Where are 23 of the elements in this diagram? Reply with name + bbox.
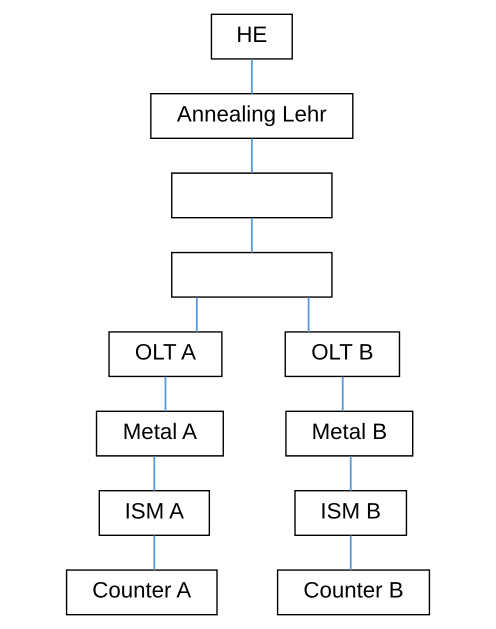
connector (350, 456, 352, 491)
node-box: OLT A (108, 331, 223, 378)
connector (164, 376, 166, 412)
connector (250, 218, 253, 252)
connector (308, 297, 310, 332)
connector (196, 297, 198, 332)
connector (350, 536, 352, 570)
node-box: Metal B (285, 410, 414, 457)
node-box: Counter B (276, 569, 430, 616)
node-box: ISM A (98, 490, 210, 536)
node-box: HE (210, 14, 293, 60)
node-box: OLT B (284, 331, 400, 378)
node-box: Annealing Lehr (150, 93, 354, 139)
connector (153, 456, 156, 491)
node-box: Counter A (66, 569, 218, 616)
connector (153, 536, 156, 570)
node-box (171, 172, 333, 218)
node-box (171, 252, 333, 298)
connector (342, 376, 344, 412)
connector (250, 138, 253, 174)
connector (250, 59, 253, 94)
node-box: Metal A (96, 410, 224, 457)
node-box: ISM B (294, 490, 408, 536)
